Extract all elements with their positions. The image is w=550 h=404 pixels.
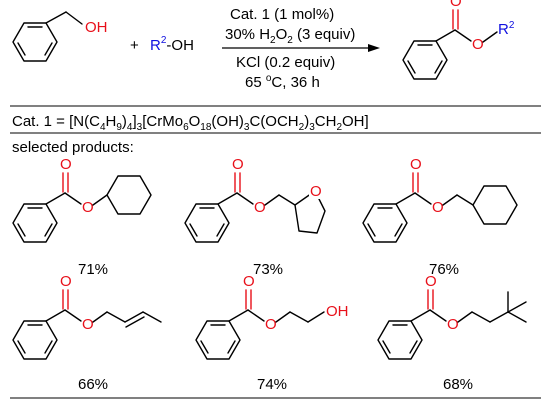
yield-1: 71% [78, 261, 108, 278]
svg-text:O: O [310, 183, 322, 200]
catalyst-formula-part: Cat. 1 = [N(C [12, 113, 100, 130]
yield-3: 76% [429, 261, 459, 278]
product-ester: O O R2 [403, 0, 515, 79]
catalyst-formula-part: 6 [183, 122, 189, 133]
product-neopentyl: O O [378, 273, 527, 359]
condition-catalyst: Cat. 1 (1 mol%) [230, 6, 334, 23]
product-crotyl: O O [13, 273, 162, 359]
catalyst-formula-part: 3 [309, 122, 315, 133]
product-hydroxyethyl: O O OH [196, 273, 349, 359]
product-cyclohexylmethyl: O O [363, 156, 518, 242]
catalyst-formula-part: 9 [116, 122, 122, 133]
condition-additive: KCl (0.2 equiv) [236, 54, 335, 71]
svg-text:OH: OH [326, 303, 349, 320]
catalyst-formula-part: H [106, 113, 117, 130]
yield-4: 66% [78, 376, 108, 393]
catalyst-formula-part: 4 [127, 122, 133, 133]
plus-sign: + [130, 37, 139, 54]
svg-text:O: O [425, 273, 437, 290]
hydroxyl-label: OH [85, 19, 108, 36]
svg-text:O: O [450, 0, 462, 10]
svg-text:O: O [60, 156, 72, 173]
catalyst-formula-part: 4 [100, 122, 106, 133]
yield-6: 68% [443, 376, 473, 393]
svg-text:O: O [243, 273, 255, 290]
product-tetrahydrofurfuryl: O O O [185, 156, 326, 242]
alcohol-reagent: R2-OH [150, 35, 194, 54]
condition-temperature: 65 oC, 36 h [245, 73, 320, 91]
catalyst-formula-part: [CrMo [142, 113, 183, 130]
svg-text:O: O [265, 316, 277, 333]
condition-oxidant: 30% H2O2 (3 equiv) [225, 26, 355, 46]
catalyst-formula: Cat. 1 = [N(C4H9)4]3[CrMo6O18(OH)3C(OCH2… [12, 113, 369, 133]
selected-products-label: selected products: [12, 139, 134, 156]
arrow-head [368, 44, 380, 52]
catalyst-formula-part: C(OCH [249, 113, 298, 130]
catalyst-formula-part: 18 [200, 122, 212, 133]
r2-label: R2 [498, 20, 515, 38]
catalyst-formula-part: CH [315, 113, 337, 130]
svg-text:O: O [432, 199, 444, 216]
catalyst-formula-part: ) [122, 113, 127, 130]
svg-text:O: O [447, 316, 459, 333]
catalyst-formula-part: ) [304, 113, 309, 130]
catalyst-formula-part: (OH) [211, 113, 244, 130]
svg-text:O: O [232, 156, 244, 173]
svg-text:O: O [82, 199, 94, 216]
catalyst-formula-part: 2 [299, 122, 305, 133]
product-cyclohexyl: O O [13, 156, 152, 242]
svg-text:O: O [254, 199, 266, 216]
catalyst-formula-part: OH] [342, 113, 369, 130]
svg-text:O: O [82, 316, 94, 333]
yield-5: 74% [257, 376, 287, 393]
yield-2: 73% [253, 261, 283, 278]
svg-text:O: O [60, 273, 72, 290]
catalyst-formula-part: 3 [244, 122, 250, 133]
catalyst-formula-part: ] [132, 113, 136, 130]
benzyl-alcohol: OH [12, 11, 108, 62]
catalyst-formula-part: 3 [137, 122, 143, 133]
catalyst-formula-part: O [189, 113, 201, 130]
svg-text:O: O [410, 156, 422, 173]
svg-text:O: O [472, 36, 484, 53]
catalyst-formula-part: 2 [336, 122, 342, 133]
